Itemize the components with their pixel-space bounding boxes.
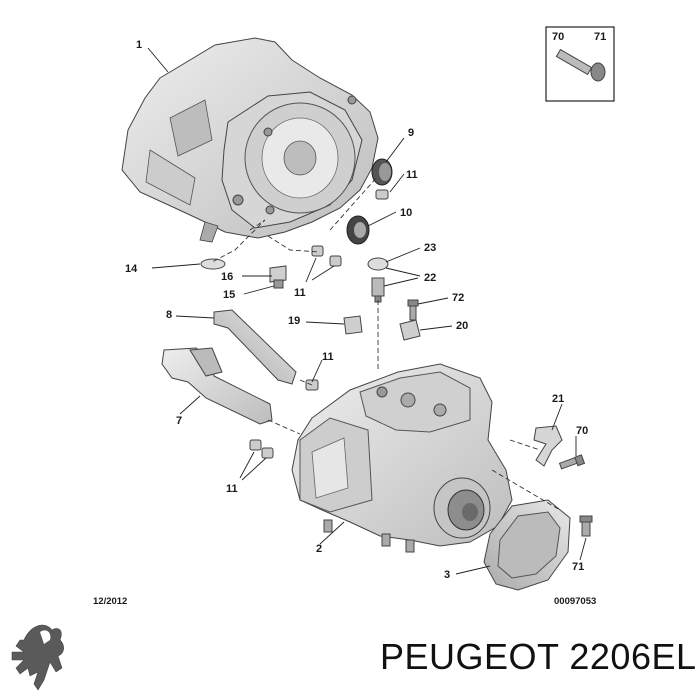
flange-bolt-icon: [555, 48, 606, 82]
bolt-right-part: [558, 454, 586, 470]
callout-14: 14: [125, 263, 138, 275]
callout-20: 20: [456, 320, 468, 332]
release-bearing-part: [346, 215, 370, 245]
callout-22: 22: [424, 272, 436, 284]
callout-15: 15: [223, 289, 235, 301]
callout-11-top: 11: [406, 169, 418, 181]
callout-11-lower: 11: [322, 351, 334, 363]
cover-bolt-part: [579, 515, 593, 537]
date-code: 12/2012: [93, 596, 127, 607]
dowel-sleeve-part: [375, 189, 389, 200]
callout-labels: 1 9 11 10 14 16 15 11 23 22 72 20 8 19 1…: [93, 31, 606, 607]
callout-7: 7: [176, 415, 182, 427]
callout-71-right: 71: [572, 561, 584, 573]
clip-part: [343, 315, 363, 335]
callout-72: 72: [452, 292, 464, 304]
callout-70-inset: 70: [552, 31, 564, 43]
o-ring-part: [200, 258, 226, 270]
clutch-housing-part: [121, 37, 379, 243]
part-number-caption: PEUGEOT 2206EL: [380, 636, 697, 677]
callout-2: 2: [316, 543, 322, 555]
callout-71-inset: 71: [594, 31, 606, 43]
sensor-part: [269, 265, 287, 289]
seal-part: [371, 158, 393, 186]
callout-10: 10: [400, 207, 412, 219]
callout-1: 1: [136, 39, 142, 51]
reverse-switch-part: [399, 319, 421, 341]
callout-19: 19: [288, 315, 300, 327]
bracket-arm-part: [213, 309, 297, 385]
callout-16: 16: [221, 271, 233, 283]
callout-23: 23: [424, 242, 436, 254]
support-bracket-part: [161, 347, 273, 425]
callout-9: 9: [408, 127, 414, 139]
callout-70-right: 70: [576, 425, 588, 437]
callout-11-mid: 11: [294, 287, 306, 299]
callout-8: 8: [166, 309, 172, 321]
selector-lever-part: [533, 425, 563, 467]
assembly-dashed-lines: [211, 175, 561, 511]
inset-fastener-box: [545, 26, 615, 102]
dowel-pair-part: [311, 245, 342, 267]
end-cover-part: [483, 499, 571, 591]
gearbox-housing-part: [291, 363, 513, 553]
diagram-number: 00097053: [554, 596, 596, 607]
leader-lines: [147, 47, 587, 575]
small-bolt-part: [407, 299, 419, 321]
callout-21: 21: [552, 393, 564, 405]
callout-3: 3: [444, 569, 450, 581]
callout-11-bottom: 11: [226, 483, 238, 495]
peugeot-lion-icon: [11, 624, 64, 691]
breather-part: [367, 257, 389, 303]
